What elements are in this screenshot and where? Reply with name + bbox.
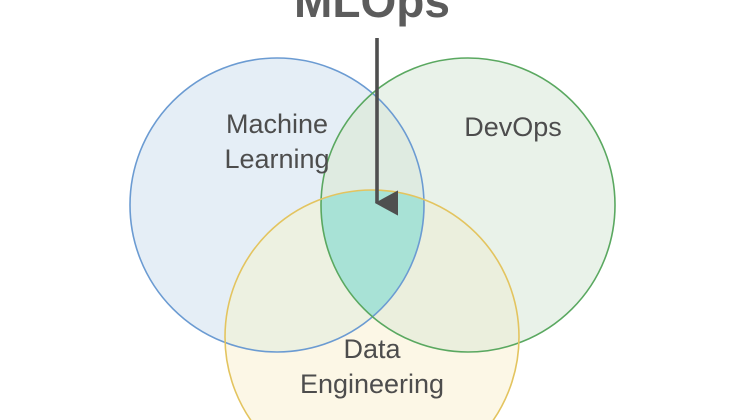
circle-outline-machine-learning <box>129 57 425 353</box>
venn-circle-outlines <box>129 57 616 420</box>
circle-outline-data-engineering <box>224 189 520 420</box>
circle-outline-devops <box>320 57 616 353</box>
